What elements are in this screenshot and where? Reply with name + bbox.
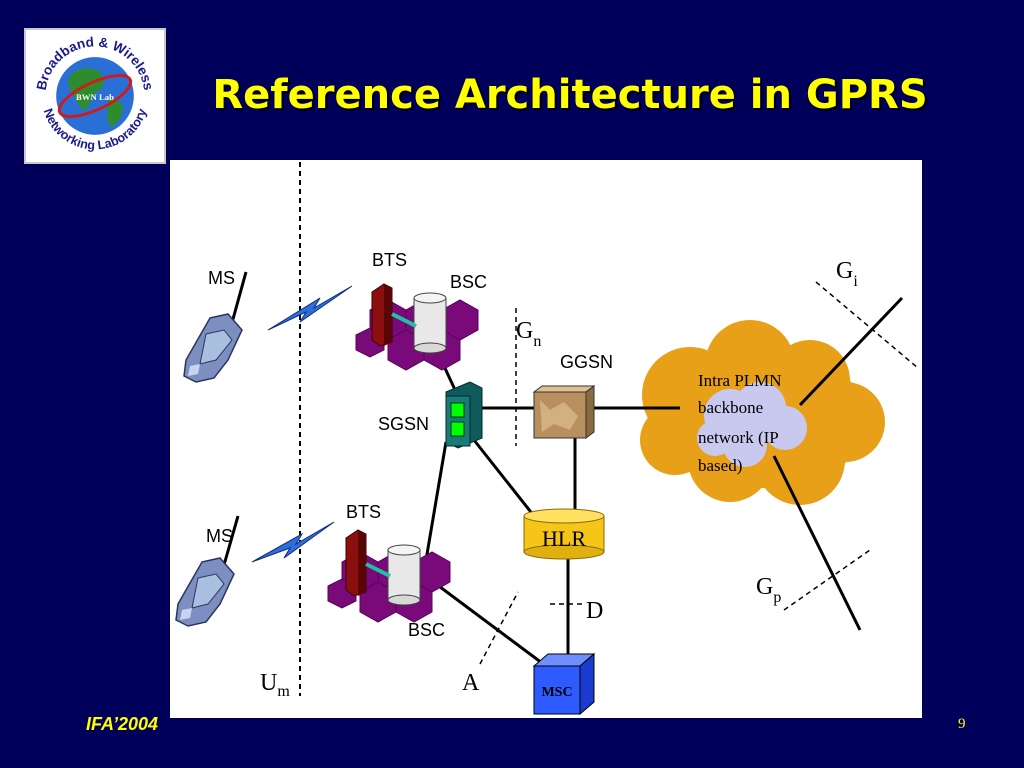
radio-link-bottom-icon bbox=[251, 521, 335, 563]
cloud-text-line2: backbone bbox=[698, 398, 763, 417]
svg-text:BWN Lab: BWN Lab bbox=[76, 92, 114, 102]
a-interface-label: A bbox=[462, 670, 480, 696]
sgsn-to-hlr-link bbox=[468, 434, 536, 517]
gprs-architecture-diagram: Intra PLMN backbone network (IP based) bbox=[170, 160, 922, 718]
bsc-cylinder-top-icon bbox=[413, 292, 447, 354]
ggsn-label: GGSN bbox=[560, 352, 613, 372]
sgsn-node-icon bbox=[445, 381, 483, 449]
mobile-phone-top-icon bbox=[183, 271, 248, 383]
mobile-phone-bottom-icon bbox=[175, 515, 240, 627]
gn-label: Gn bbox=[516, 318, 541, 350]
gi-link bbox=[798, 296, 904, 407]
backbone-inner-cloud bbox=[697, 382, 807, 467]
gi-label: Gi bbox=[836, 258, 858, 290]
bsc-bottom-to-msc-link bbox=[419, 570, 547, 668]
cloud-text-line3: network (IP bbox=[698, 428, 779, 447]
ggsn-node-icon bbox=[532, 385, 596, 439]
gp-label: Gp bbox=[756, 574, 781, 606]
ms-top-label: MS bbox=[208, 268, 235, 288]
hlr-node: HLR bbox=[523, 508, 605, 560]
globe-logo-icon: Broadband & Wireless Networking Laborato… bbox=[34, 34, 156, 152]
cloud-text-line4: based) bbox=[698, 456, 742, 475]
bss-bottom bbox=[327, 529, 451, 623]
bsc-cylinder-bottom-icon bbox=[387, 544, 421, 606]
page-number: 9 bbox=[958, 716, 966, 732]
gi-interface-line bbox=[815, 281, 919, 369]
slide-title: Reference Architecture in GPRS bbox=[212, 72, 928, 118]
bts-tower-top-icon bbox=[371, 283, 393, 347]
bts-bottom-label: BTS bbox=[346, 502, 381, 522]
msc-label: MSC bbox=[541, 685, 572, 700]
footer-conference-label: IFA’2004 bbox=[86, 714, 159, 734]
sgsn-to-bsc-bottom-link bbox=[422, 441, 448, 573]
d-interface-label: D bbox=[586, 598, 603, 624]
bts-top-label: BTS bbox=[372, 250, 407, 270]
cloud-text-line1: Intra PLMN bbox=[698, 371, 782, 390]
gp-interface-line bbox=[783, 549, 871, 611]
bsc-bottom-label: BSC bbox=[408, 620, 445, 640]
bss-top bbox=[355, 283, 479, 371]
um-label: Um bbox=[260, 670, 290, 700]
gp-link bbox=[772, 455, 862, 631]
bts-tower-bottom-icon bbox=[345, 529, 367, 597]
radio-link-top-icon bbox=[267, 285, 353, 331]
backbone-cloud: Intra PLMN backbone network (IP based) bbox=[640, 320, 885, 505]
bts-bsc-top-link bbox=[391, 312, 417, 328]
sgsn-label: SGSN bbox=[378, 414, 429, 434]
hlr-label: HLR bbox=[542, 526, 586, 551]
bwn-lab-logo: Broadband & Wireless Networking Laborato… bbox=[24, 28, 166, 164]
ms-bottom-label: MS bbox=[206, 526, 233, 546]
bsc-top-label: BSC bbox=[450, 272, 487, 292]
bts-bsc-bottom-link bbox=[365, 562, 391, 578]
a-interface-line bbox=[479, 591, 519, 665]
msc-node: MSC bbox=[532, 652, 596, 716]
